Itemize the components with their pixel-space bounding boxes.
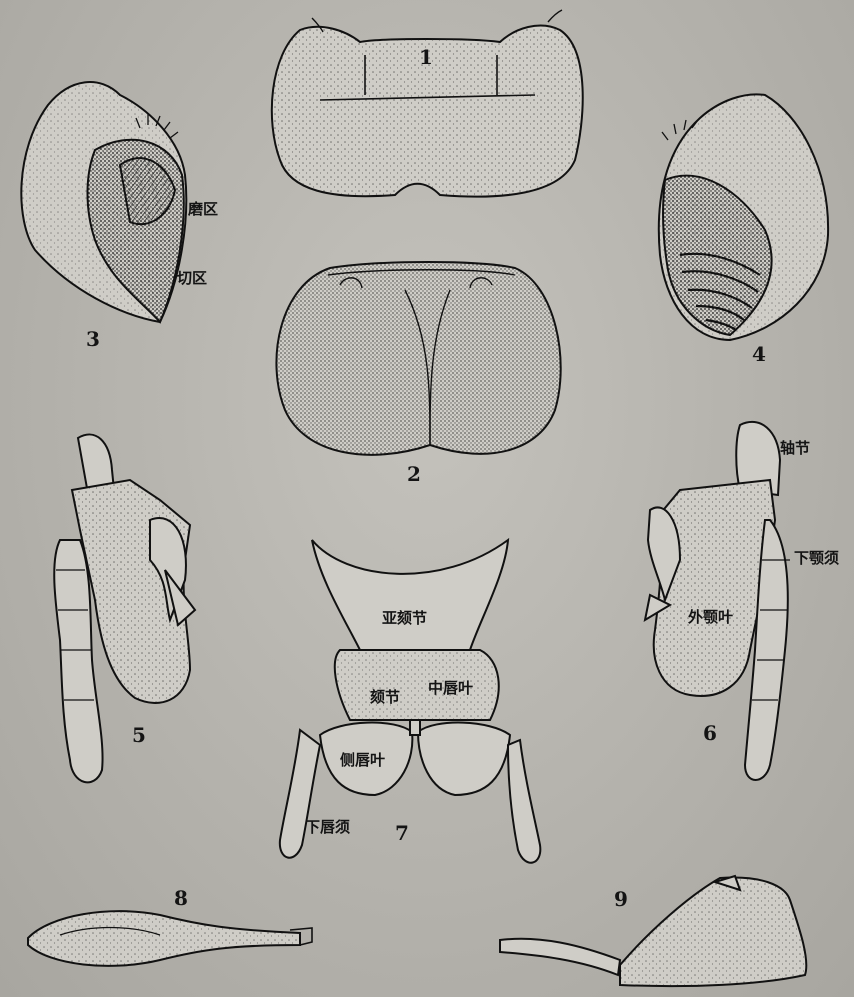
fig3-mandible-left — [21, 82, 186, 322]
figure-number-6: 6 — [703, 723, 717, 743]
label-incisor: 切区 — [177, 271, 207, 286]
label-cardo: 轴节 — [780, 441, 810, 456]
label-galea: 外颚叶 — [688, 610, 733, 625]
figure-number-1: 1 — [419, 47, 433, 67]
figure-number-3: 3 — [86, 329, 100, 349]
label-labial-palp: 下唇须 — [305, 820, 350, 835]
label-submentum: 亚颏节 — [382, 611, 427, 626]
figure-number-2: 2 — [407, 464, 421, 484]
fig8-stylet — [28, 911, 312, 966]
label-paraglossa: 侧唇叶 — [340, 753, 385, 768]
fig4-mandible-right — [659, 94, 828, 340]
fig1-labrum — [272, 10, 583, 197]
label-mentum: 颏节 — [370, 690, 400, 705]
figure-number-9: 9 — [614, 889, 628, 909]
fig2-epipharynx — [276, 262, 560, 455]
figure-number-4: 4 — [752, 344, 766, 364]
label-mola: 磨区 — [188, 202, 218, 217]
label-glossa: 中唇叶 — [428, 681, 473, 696]
fig7-labium — [280, 540, 540, 863]
figure-number-7: 7 — [395, 823, 409, 843]
fig9-appendage — [500, 876, 806, 986]
fig5-maxilla-left — [54, 435, 195, 783]
figure-number-8: 8 — [174, 888, 188, 908]
label-maxillary-palp: 下颚须 — [794, 551, 839, 566]
figure-number-5: 5 — [132, 725, 146, 745]
fig6-maxilla-right — [645, 422, 790, 780]
